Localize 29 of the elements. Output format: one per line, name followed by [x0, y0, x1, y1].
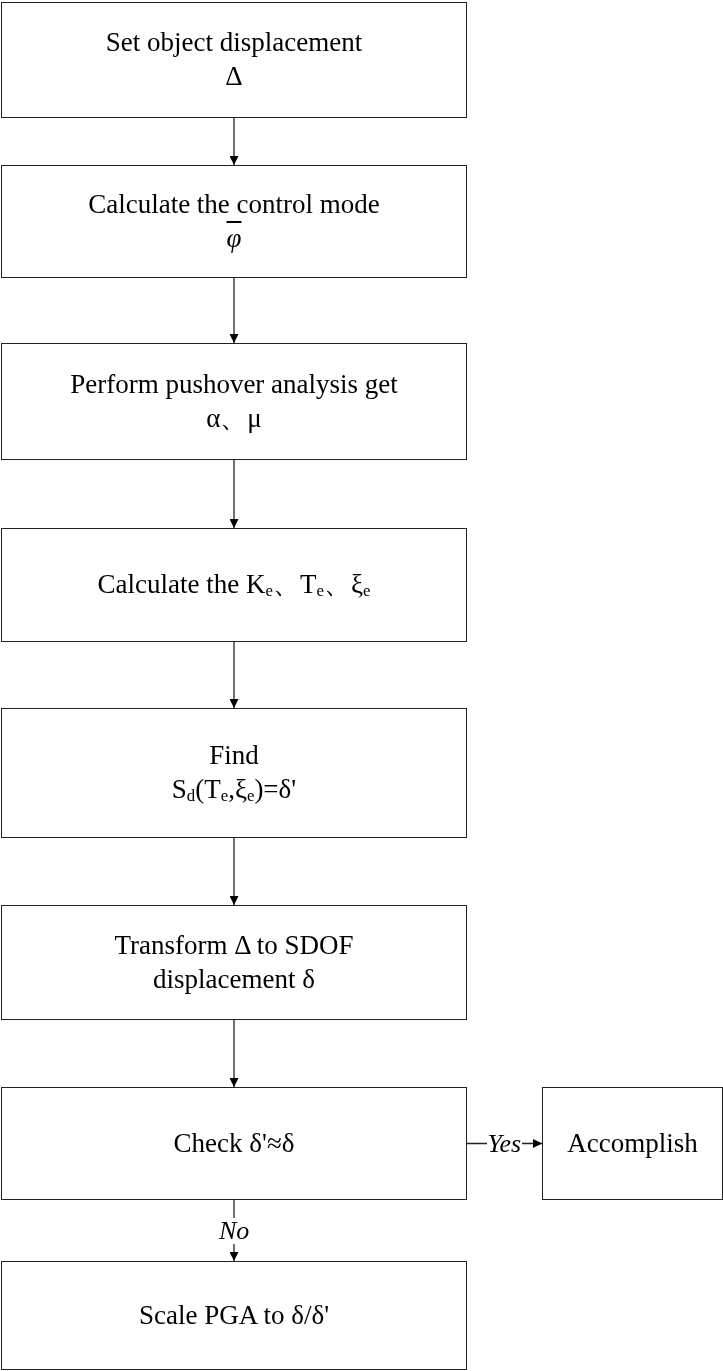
arrow — [229, 117, 239, 166]
step-text: S$_{d}$(T$_{e}$,ξ$_{e}$)=δ' — [171, 772, 297, 807]
process-box — [1, 1087, 467, 1200]
arrow — [229, 459, 239, 529]
process-box — [542, 1087, 723, 1200]
arrow — [229, 1019, 239, 1088]
arrow — [229, 837, 239, 906]
arrow — [229, 277, 239, 344]
step-text: Set object displacement — [105, 26, 363, 60]
step-text: Check δ'≈δ — [173, 1126, 295, 1160]
step-text: φ — [226, 221, 242, 255]
process-box — [1, 165, 467, 278]
step-text: Calculate the K$_{e}$、T$_{e}$、ξ$_{e}$ — [97, 567, 371, 603]
step-text: Find — [209, 739, 259, 772]
step-text: Δ — [225, 60, 243, 93]
process-box — [1, 2, 467, 118]
process-box — [1, 905, 467, 1020]
step-text: Scale PGA to δ/δ' — [138, 1298, 330, 1332]
step-text: Accomplish — [567, 1126, 698, 1160]
step-text: Perform pushover analysis get — [70, 367, 398, 401]
process-box — [1, 528, 467, 642]
step-text: Calculate the control mode — [88, 187, 380, 221]
step-text: Transform Δ to SDOF displacement δ — [113, 928, 355, 996]
process-box — [1, 343, 467, 460]
arrow — [229, 641, 239, 709]
edge-label: No — [218, 1217, 251, 1244]
step-text: α、μ — [206, 401, 262, 435]
process-box — [1, 708, 467, 838]
process-box — [1, 1261, 467, 1370]
